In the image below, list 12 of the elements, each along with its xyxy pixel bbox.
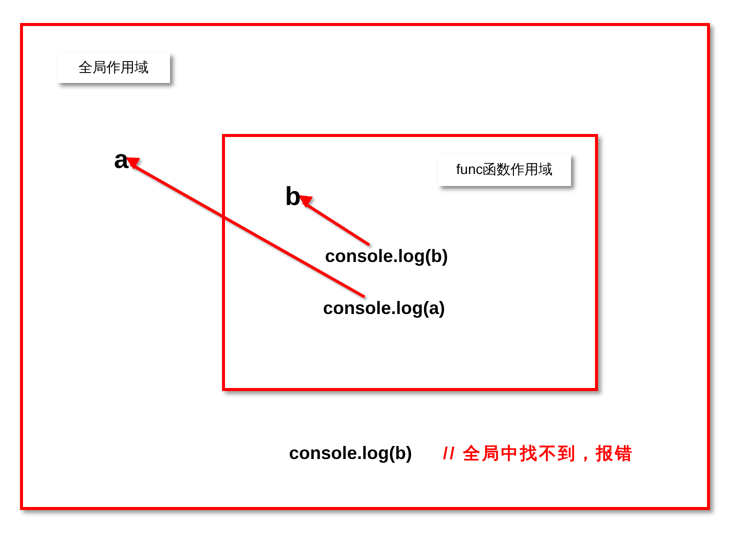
variable-name: a [114,146,128,172]
arrow [298,195,370,246]
scope-box [222,134,598,391]
code-text: console.log(b) [325,247,448,265]
scope-box [20,23,710,510]
code-text: console.log(b) [289,444,412,462]
comment-text: // 全局中找不到，报错 [443,445,634,462]
scope-label: 全局作用域 [57,53,170,83]
scope-label: func函数作用域 [438,154,571,186]
variable-name: b [285,183,301,209]
arrow [125,157,366,298]
code-text: console.log(a) [323,299,446,317]
